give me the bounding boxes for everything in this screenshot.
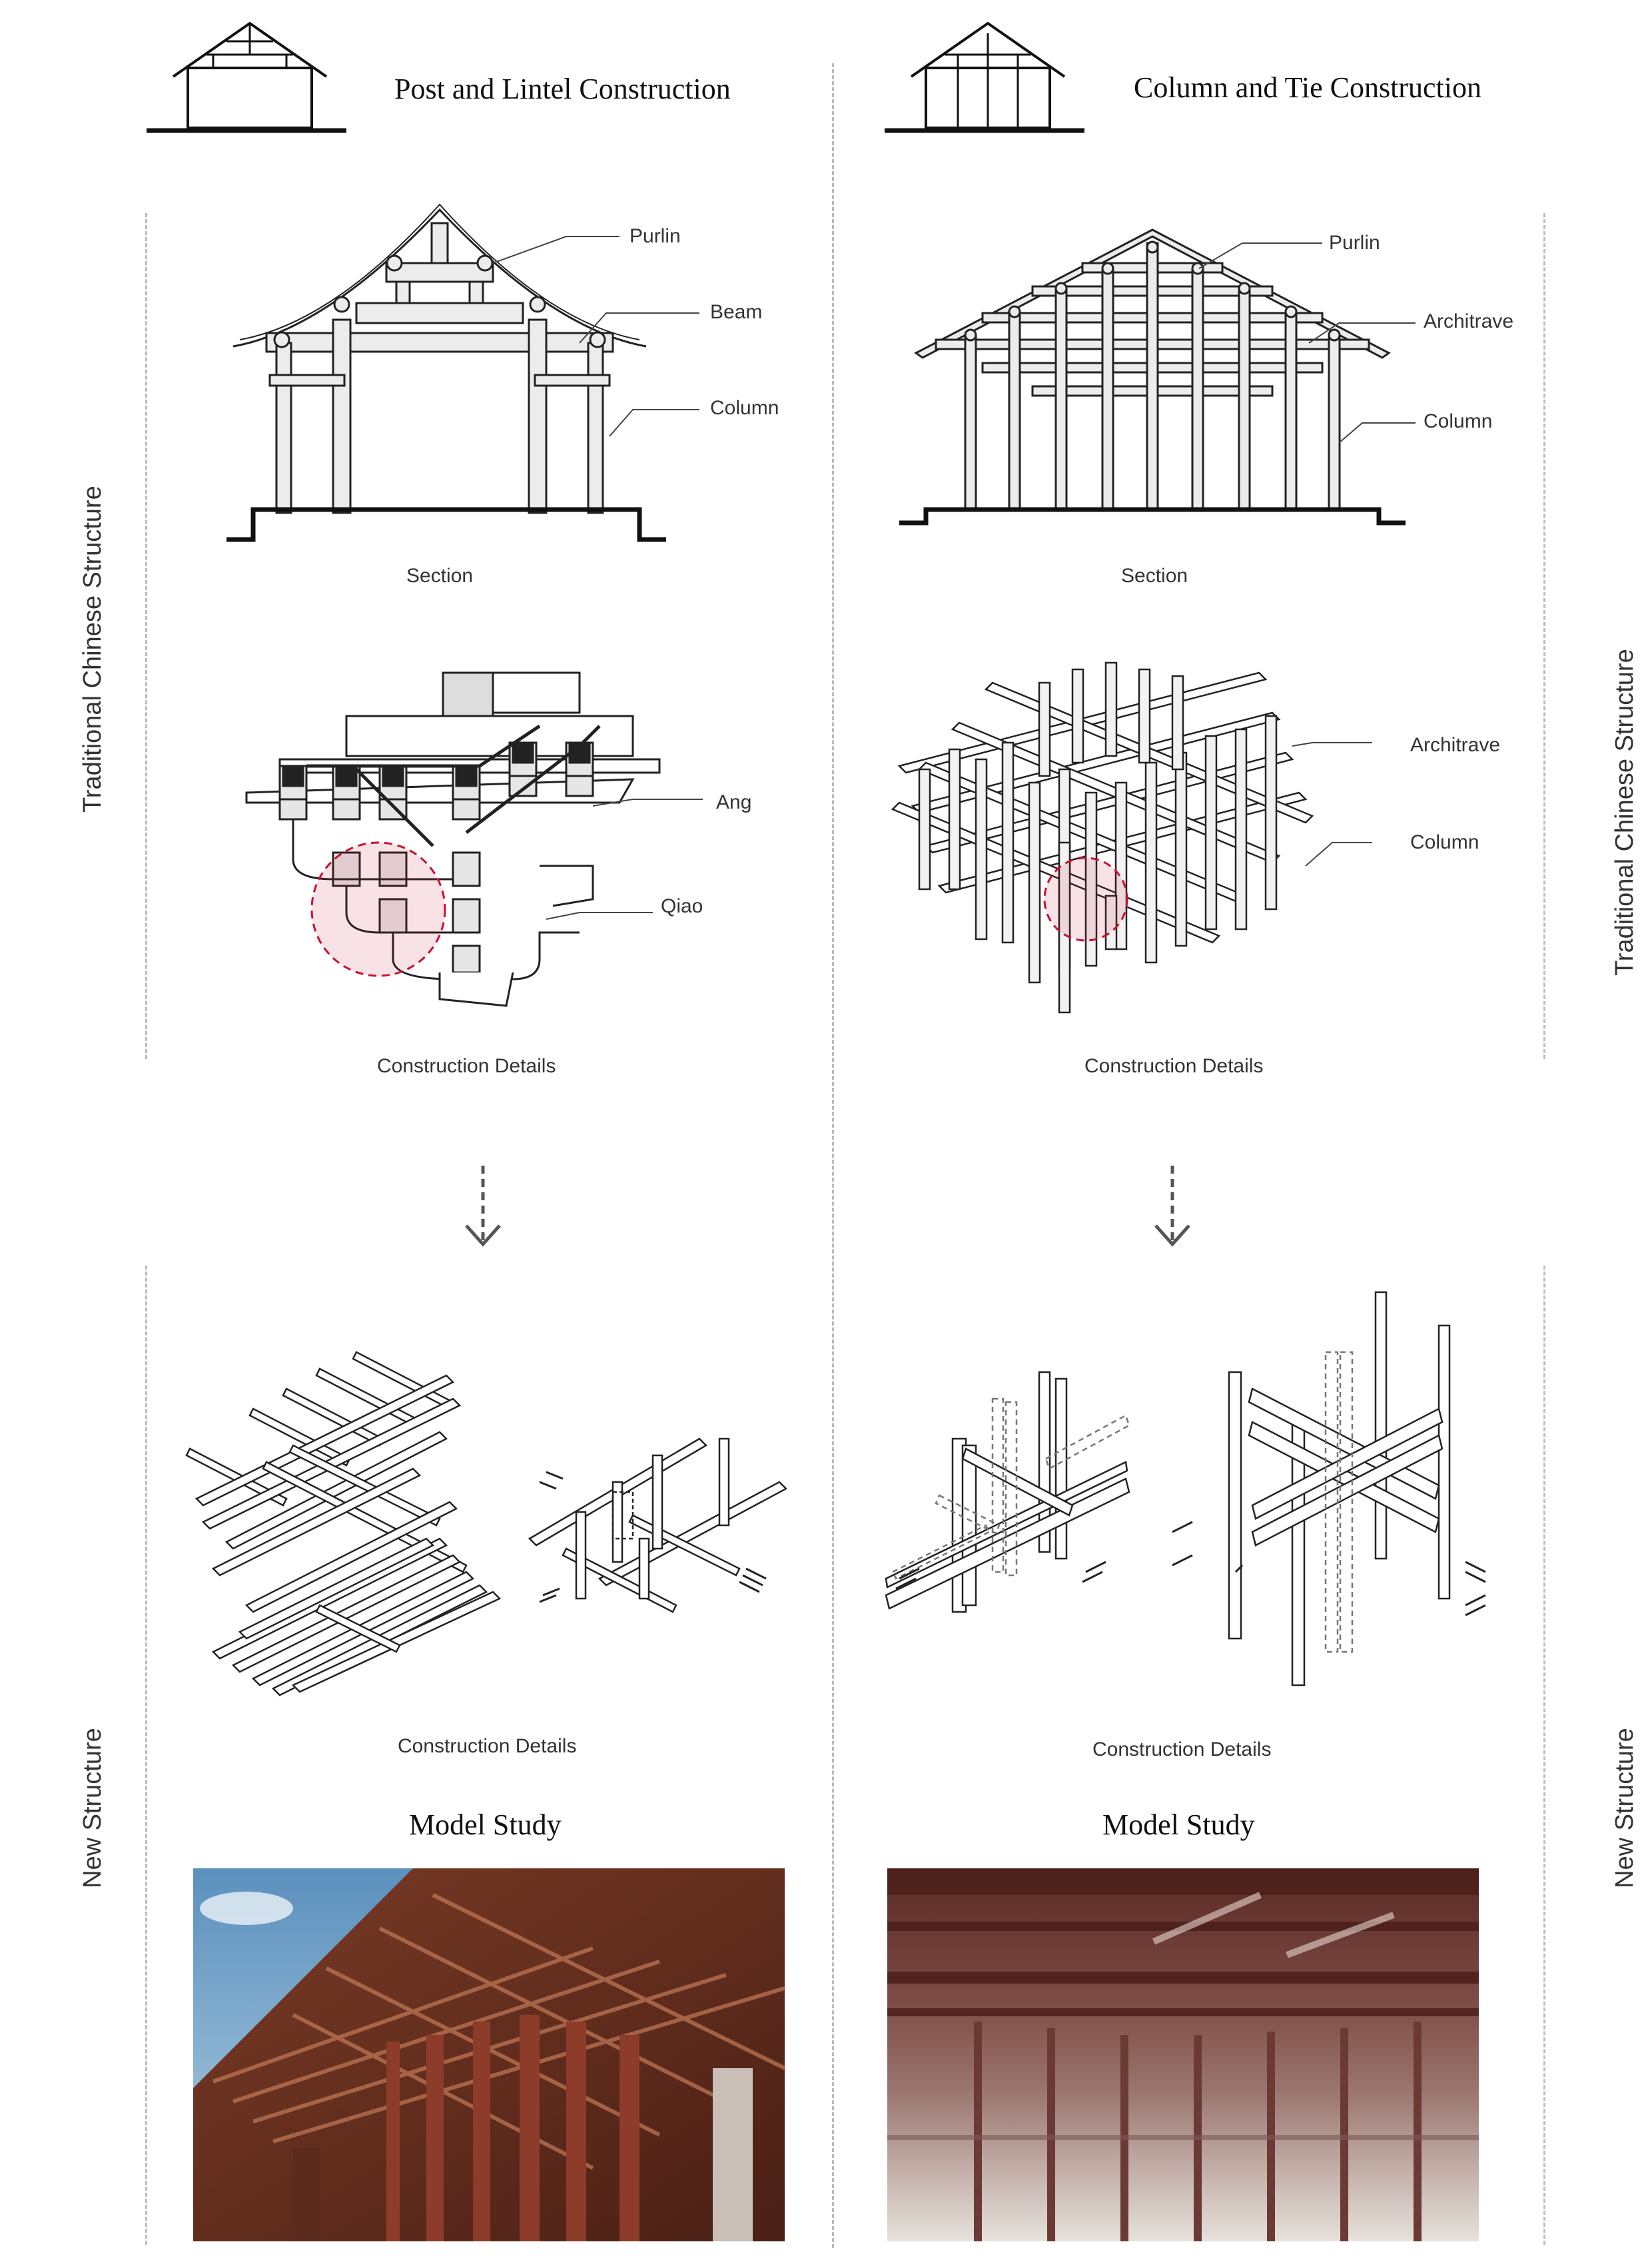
right-model-photo xyxy=(887,1868,1479,2241)
left-label-ang: Ang xyxy=(716,791,752,813)
left-model-title: Model Study xyxy=(409,1808,562,1841)
left-label-beam: Beam xyxy=(710,301,763,323)
right-new-details-caption: Construction Details xyxy=(1092,1738,1272,1760)
left-title: Post and Lintel Construction xyxy=(394,73,731,105)
right-divider-bottom xyxy=(1543,1266,1545,2245)
right-title: Column and Tie Construction xyxy=(1134,71,1481,104)
right-model-title: Model Study xyxy=(1102,1808,1255,1841)
house-icon-left xyxy=(147,21,346,133)
left-divider-top xyxy=(145,213,147,1059)
left-new-details-caption: Construction Details xyxy=(398,1735,577,1757)
left-details-caption: Construction Details xyxy=(377,1055,556,1077)
down-arrow-left xyxy=(465,1166,501,1247)
left-label-purlin: Purlin xyxy=(629,225,681,247)
right-grid-diagram xyxy=(891,661,1372,1014)
right-label-architrave: Architrave xyxy=(1424,310,1514,332)
right-label-column: Column xyxy=(1424,410,1493,432)
right-details-caption: Construction Details xyxy=(1084,1055,1264,1077)
right-label-column-detail: Column xyxy=(1410,831,1479,853)
right-section-diagram xyxy=(899,228,1416,526)
left-label-qiao: Qiao xyxy=(661,895,703,917)
left-section-caption: Section xyxy=(406,565,474,587)
right-divider-top xyxy=(1543,213,1545,1059)
center-divider xyxy=(832,63,834,2248)
side-label-new-left: New Structure xyxy=(79,1728,107,1889)
side-label-traditional-right: Traditional Chinese Structure xyxy=(1611,649,1639,976)
side-label-new-right: New Structure xyxy=(1611,1728,1639,1889)
left-new-structure-diagram xyxy=(185,1351,788,1696)
down-arrow-right xyxy=(1154,1166,1190,1247)
left-divider-bottom xyxy=(145,1266,147,2245)
house-icon-right xyxy=(885,21,1084,133)
right-label-purlin: Purlin xyxy=(1329,232,1380,254)
left-section-diagram xyxy=(226,203,699,542)
left-label-column: Column xyxy=(710,397,779,419)
right-label-architrave-detail: Architrave xyxy=(1410,734,1501,756)
left-bracket-diagram xyxy=(245,671,703,1007)
right-section-caption: Section xyxy=(1121,565,1188,587)
left-model-photo xyxy=(193,1868,786,2241)
right-new-structure-diagram xyxy=(885,1291,1486,1687)
